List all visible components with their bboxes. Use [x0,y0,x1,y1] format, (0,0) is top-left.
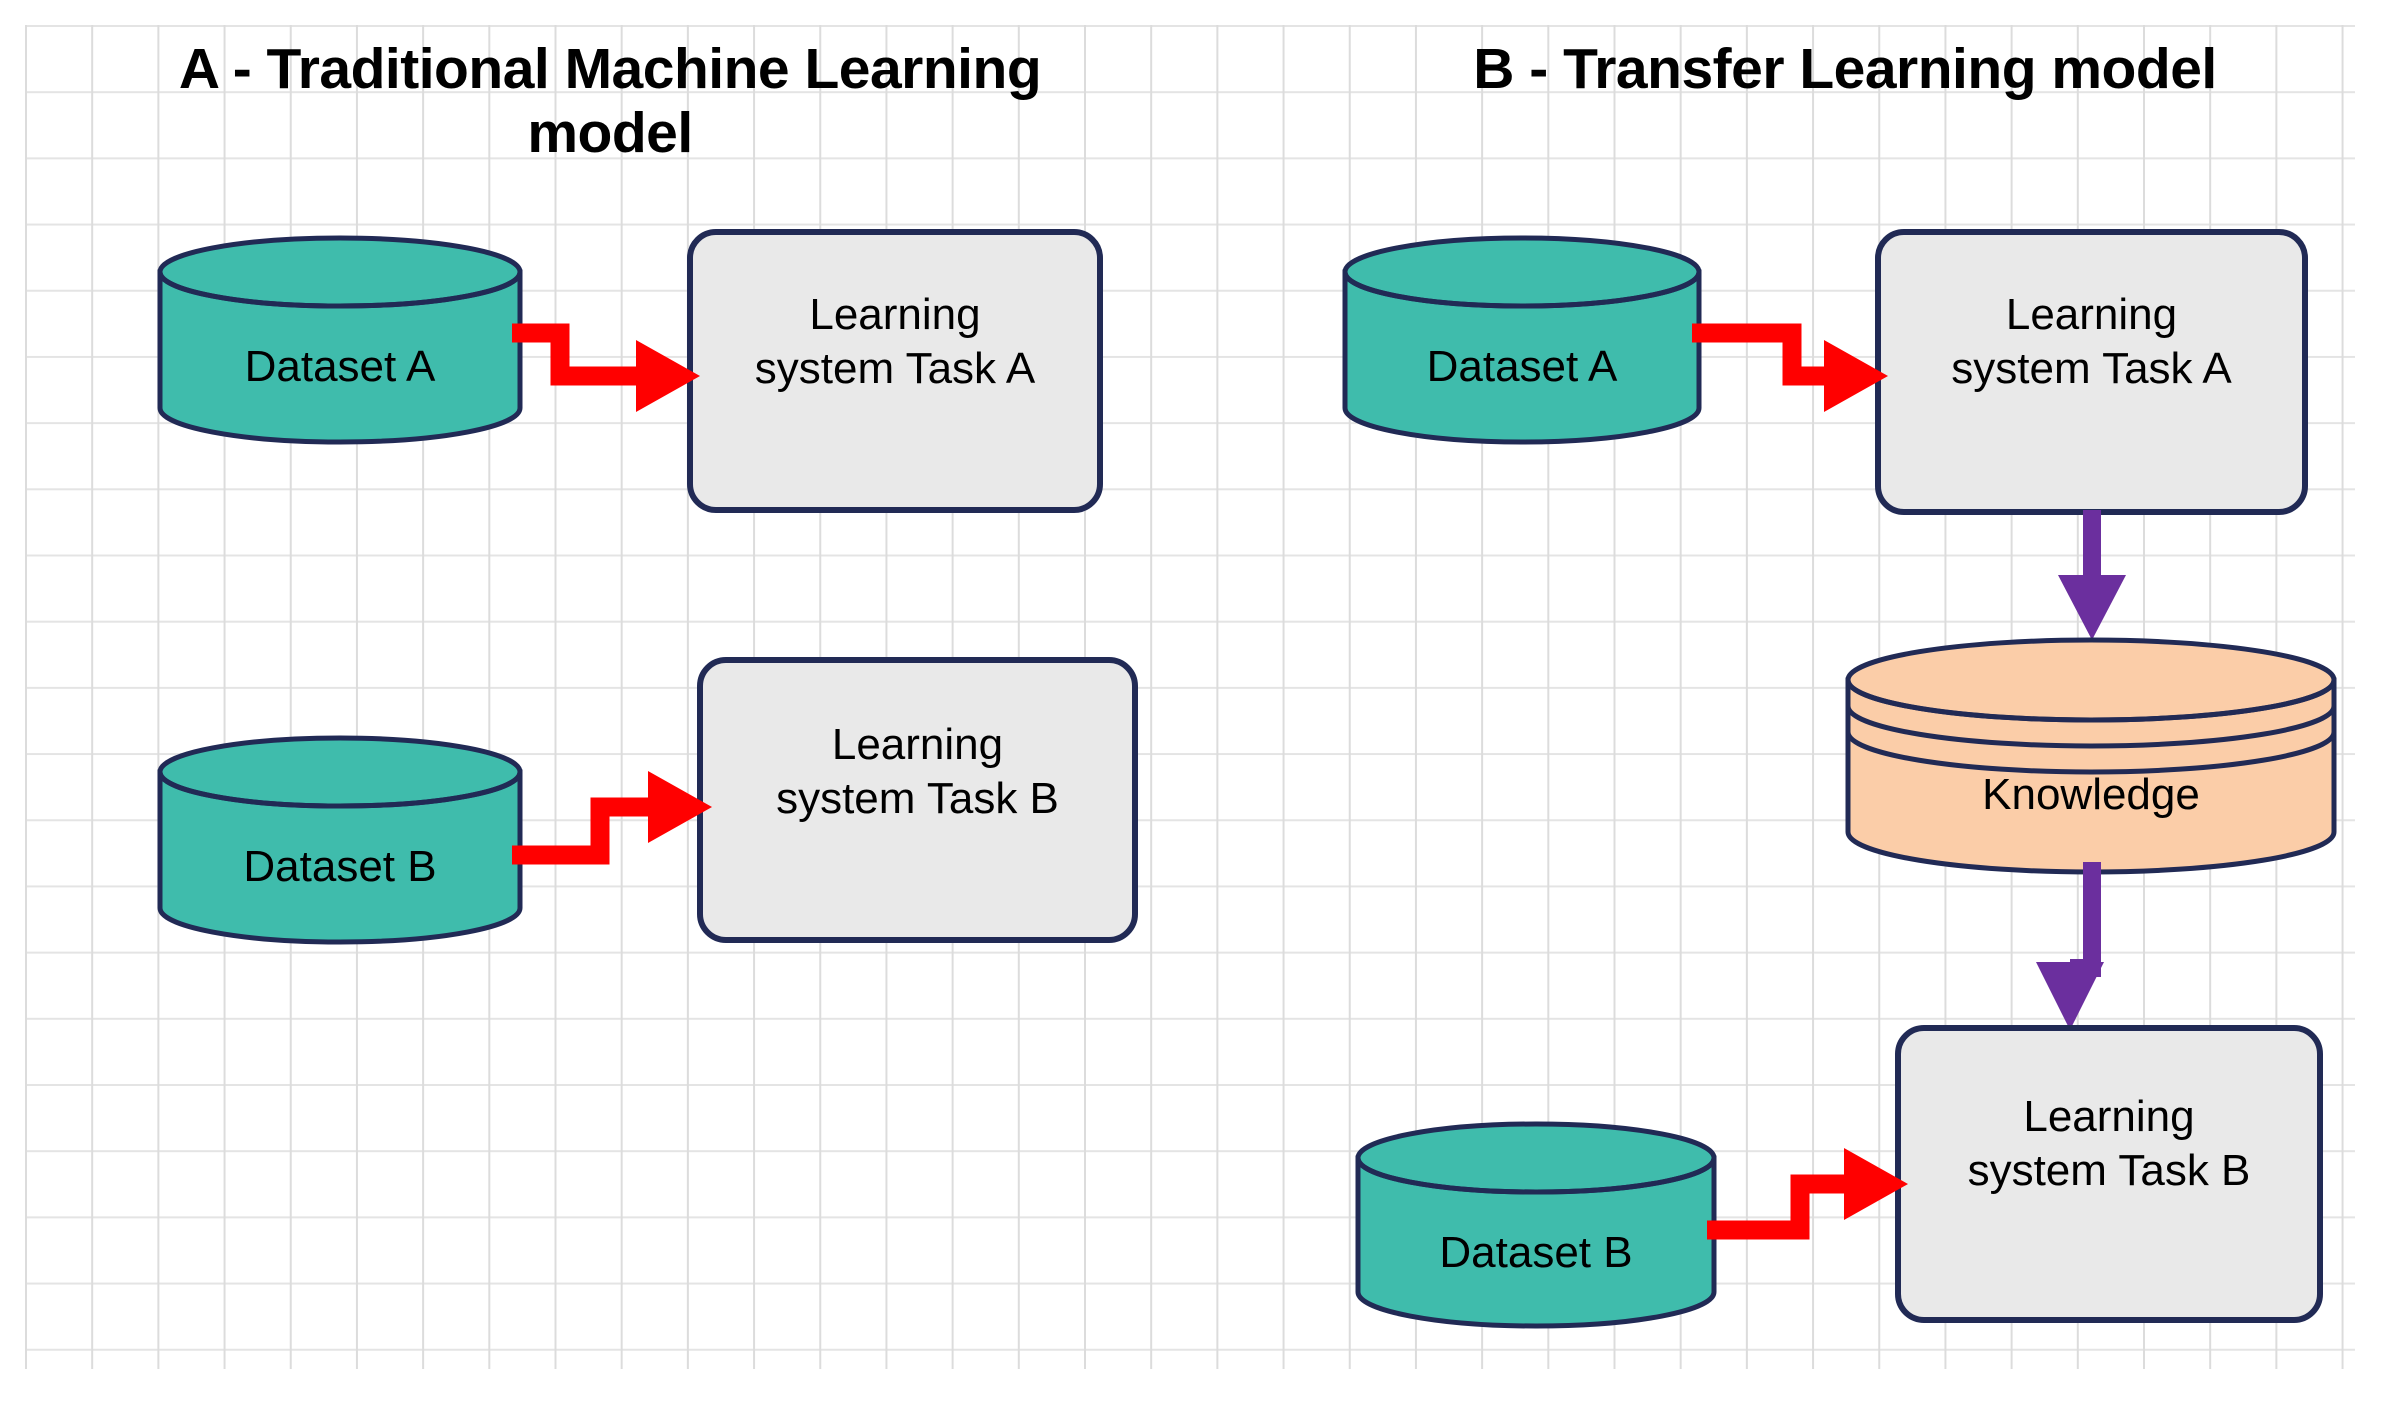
node-learning-task-a-panel-b[interactable] [1875,229,2308,515]
node-knowledge-panel-b[interactable] [1845,637,2337,875]
edge-dataset-a-to-learning-a-panel-a [512,323,700,412]
node-learning-task-b-panel-a[interactable] [697,657,1138,943]
node-learning-task-a-panel-a[interactable] [687,229,1103,513]
edge-dataset-b-to-learning-b-panel-a [512,771,712,865]
edge-knowledge-to-learning-b [2036,862,2104,1030]
edge-dataset-b-to-learning-b-panel-b [1707,1148,1908,1240]
node-dataset-b-panel-b[interactable] [1355,1121,1717,1329]
node-learning-task-b-panel-b[interactable] [1895,1025,2323,1323]
node-dataset-a-panel-a[interactable] [157,235,523,445]
panel-a-title: A - Traditional Machine Learning model [178,37,1042,165]
node-dataset-a-panel-b[interactable] [1342,235,1702,445]
panel-b-title: B - Transfer Learning model [1473,37,2217,101]
edge-learning-a-to-knowledge [2058,510,2126,640]
node-dataset-b-panel-a[interactable] [157,735,523,945]
edge-dataset-a-to-learning-a-panel-b [1692,323,1888,412]
